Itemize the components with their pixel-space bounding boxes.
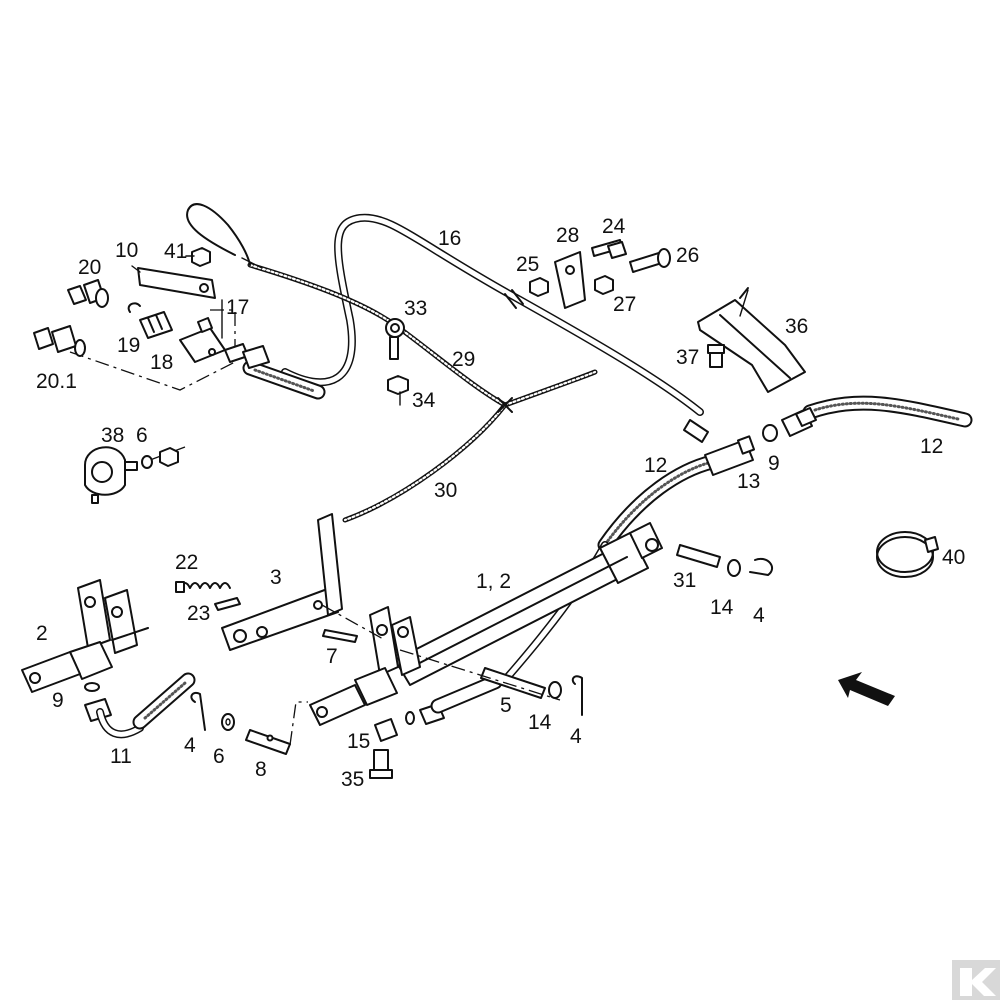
clevis-assembly [309, 606, 421, 726]
direction-arrow-icon [838, 672, 895, 706]
split-pin-4-right [749, 557, 774, 576]
part-number-labels: 1, 2 2 3 4 4 4 5 6 6 7 8 9 9 10 11 12 12… [36, 215, 965, 791]
lever-10 [137, 267, 216, 299]
pin-31 [676, 544, 721, 568]
split-pin-4-bottom [571, 675, 583, 716]
label-30: 30 [434, 479, 457, 502]
washer-6-top [141, 455, 153, 469]
assembly-line-8 [289, 701, 308, 746]
bleeder-20 [67, 279, 109, 308]
label-3: 3 [270, 566, 282, 589]
assembly-line-5 [399, 649, 561, 701]
hose-clamp-40 [876, 531, 939, 578]
label-33: 33 [404, 297, 427, 320]
washer-6-left [221, 713, 235, 731]
clip-36 [697, 287, 806, 393]
banjo-bolt-35 [369, 749, 393, 779]
label-6-b: 6 [213, 745, 225, 768]
label-9-b: 9 [768, 452, 780, 475]
label-26: 26 [676, 244, 699, 267]
pipe-16 [242, 213, 704, 416]
label-2: 2 [36, 622, 48, 645]
nut-6-top [159, 447, 179, 467]
label-17: 17 [226, 296, 249, 319]
label-40: 40 [942, 546, 965, 569]
bolt-15 [374, 674, 503, 742]
bolt-24 [591, 239, 627, 259]
washer-19 [127, 302, 141, 313]
washer-14-bottom [548, 681, 562, 699]
label-15: 15 [347, 730, 370, 753]
label-34: 34 [412, 389, 436, 412]
label-20-1: 20.1 [36, 370, 77, 393]
lever-3 [221, 513, 343, 651]
label-14-b: 14 [528, 711, 552, 734]
brand-watermark [952, 960, 1000, 1000]
bracket-28 [554, 251, 586, 309]
clevis-bracket-2 [21, 579, 149, 693]
label-41: 41 [164, 240, 187, 263]
washer-9-left [84, 682, 100, 692]
label-29: 29 [452, 348, 475, 371]
eyelet-33 [385, 318, 405, 360]
label-25: 25 [516, 253, 539, 276]
label-4-a: 4 [184, 734, 196, 757]
bolt-26 [629, 248, 671, 273]
assembly-line-38 [149, 446, 186, 461]
label-11: 11 [110, 745, 132, 768]
label-1-2: 1, 2 [476, 570, 511, 593]
label-12-b: 12 [644, 454, 667, 477]
leader-lines [131, 255, 749, 406]
label-20: 20 [78, 256, 101, 279]
label-22: 22 [175, 551, 198, 574]
split-pin-4-left [190, 692, 206, 731]
label-36: 36 [785, 315, 808, 338]
label-4-b: 4 [570, 725, 582, 748]
label-9-a: 9 [52, 689, 64, 712]
washer-9-right [762, 424, 778, 442]
label-4-c: 4 [753, 604, 765, 627]
label-28: 28 [556, 224, 579, 247]
label-27: 27 [613, 293, 636, 316]
washer-14-right [727, 559, 741, 577]
banjo-11 [84, 672, 196, 739]
pin-7 [322, 629, 358, 643]
label-37: 37 [676, 346, 699, 369]
hose-12-right [781, 395, 973, 437]
nut-34 [387, 375, 409, 395]
label-6-a: 6 [136, 424, 148, 447]
label-5: 5 [500, 694, 512, 717]
fitting-18 [139, 311, 173, 339]
pin-8 [245, 729, 291, 755]
label-38: 38 [101, 424, 124, 447]
assembly-line-3 [321, 604, 386, 641]
label-7: 7 [326, 645, 338, 668]
bolt-37 [707, 344, 725, 368]
label-16: 16 [438, 227, 461, 250]
label-19: 19 [117, 334, 140, 357]
valve-body-17 [179, 317, 270, 369]
label-24: 24 [602, 215, 626, 238]
brake-cylinder-1-2 [394, 522, 663, 686]
label-18: 18 [150, 351, 173, 374]
label-31: 31 [673, 569, 696, 592]
label-10: 10 [115, 239, 138, 262]
label-12-a: 12 [920, 435, 943, 458]
label-13: 13 [737, 470, 760, 493]
label-8: 8 [255, 758, 267, 781]
cable-30 [342, 369, 598, 523]
label-23: 23 [187, 602, 210, 625]
label-35: 35 [341, 768, 364, 791]
label-14-a: 14 [710, 596, 734, 619]
pin-23 [214, 597, 241, 611]
nut-25 [529, 277, 549, 297]
assembly-line-20 [69, 351, 236, 391]
spring-22 [175, 581, 231, 593]
assembly-line-17 [210, 309, 236, 360]
nut-41 [191, 247, 211, 267]
relay-valve-38 [84, 446, 138, 504]
nut-27 [594, 275, 614, 295]
bleeder-20-1 [33, 325, 86, 357]
